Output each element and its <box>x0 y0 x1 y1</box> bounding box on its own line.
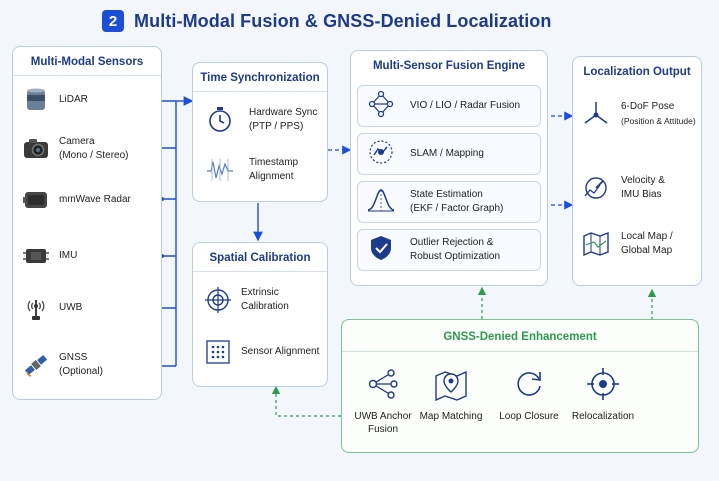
network-nodes-icon <box>366 89 396 124</box>
satellite-icon <box>23 352 49 378</box>
fusion-engine-title: Multi-Sensor Fusion Engine <box>372 60 526 72</box>
sensor-name: GNSS <box>59 352 88 363</box>
sensor-imu: IMU <box>23 243 77 269</box>
camera-icon <box>23 136 49 162</box>
folded-map-icon <box>579 227 613 261</box>
pose-axes-icon <box>579 97 613 131</box>
engine-item-vio-lio: VIO / LIO / Radar Fusion <box>357 85 541 127</box>
velocity-gauge-icon <box>579 171 613 205</box>
sensor-uwb: UWB <box>23 295 82 321</box>
gaussian-curve-icon <box>366 185 396 220</box>
sensor-name: LiDAR <box>59 94 88 105</box>
slam-map-icon <box>366 137 396 172</box>
relocalization-target-icon <box>562 364 644 404</box>
imu-chip-icon <box>23 243 49 269</box>
localization-output-panel: Localization Output 6-DoF Pose(Position … <box>572 56 702 286</box>
time-sync-item-hardware: Hardware Sync(PTP / PPS) <box>203 103 317 137</box>
output-item-pose: 6-DoF Pose(Position & Attitude) <box>579 97 696 131</box>
sensor-camera: Camera (Mono / Stereo) <box>23 135 128 163</box>
localization-output-title: Localization Output <box>583 66 691 78</box>
sensor-sub: (Mono / Stereo) <box>59 150 129 161</box>
fusion-engine-panel: Multi-Sensor Fusion Engine VIO / LIO / R… <box>350 50 548 286</box>
sensor-lidar: LiDAR <box>23 87 88 113</box>
loop-arrows-icon <box>488 364 570 404</box>
engine-item-slam: SLAM / Mapping <box>357 133 541 175</box>
sensor-name: Camera <box>59 136 95 147</box>
sensor-name: mmWave Radar <box>59 194 131 205</box>
timestamp-waveform-icon <box>203 153 237 187</box>
section-number-badge: 2 <box>102 10 124 32</box>
clock-icon <box>203 103 237 137</box>
time-sync-panel: Time Synchronization Hardware Sync(PTP /… <box>192 62 328 202</box>
sensor-name: UWB <box>59 302 83 313</box>
sensor-sub: (Optional) <box>59 366 103 377</box>
time-sync-title: Time Synchronization <box>193 63 327 92</box>
engine-item-outlier-rejection: Outlier Rejection &Robust Optimization <box>357 229 541 271</box>
page-title: Multi-Modal Fusion & GNSS-Denied Localiz… <box>134 10 552 31</box>
sensors-panel: Multi-Modal Sensors LiDAR Camera (Mono / … <box>12 46 162 400</box>
anchor-network-icon <box>342 364 424 404</box>
gnss-denied-enhancement-title: GNSS-Denied Enhancement <box>342 320 698 352</box>
sensor-gnss: GNSS (Optional) <box>23 351 103 379</box>
enhancement-item-relocalization: Relocalization <box>562 364 644 423</box>
sensors-panel-title: Multi-Modal Sensors <box>13 47 161 76</box>
calibration-item-extrinsic: Extrinsic Calibration <box>201 283 327 317</box>
calibration-item-alignment: Sensor Alignment <box>201 335 319 369</box>
sensor-mmwave-radar: mmWave Radar <box>23 187 131 213</box>
grid-alignment-icon <box>201 335 235 369</box>
map-pin-icon <box>410 364 492 404</box>
shield-icon <box>366 233 396 268</box>
diagram-title: 2 Multi-Modal Fusion & GNSS-Denied Local… <box>102 8 552 34</box>
crosshair-target-icon <box>201 283 235 317</box>
spatial-calibration-title: Spatial Calibration <box>193 243 327 272</box>
uwb-antenna-icon <box>23 295 49 321</box>
sensor-name: IMU <box>59 250 78 261</box>
spatial-calibration-panel: Spatial Calibration Extrinsic Calibratio… <box>192 242 328 387</box>
lidar-icon <box>23 87 49 113</box>
engine-item-state-estimation: State Estimation(EKF / Factor Graph) <box>357 181 541 223</box>
enhancement-item-map-matching: Map Matching <box>410 364 492 423</box>
enhancement-item-loop-closure: Loop Closure <box>488 364 570 423</box>
radar-icon <box>23 187 49 213</box>
output-item-map: Local Map /Global Map <box>579 227 673 261</box>
output-item-velocity: Velocity &IMU Bias <box>579 171 665 205</box>
